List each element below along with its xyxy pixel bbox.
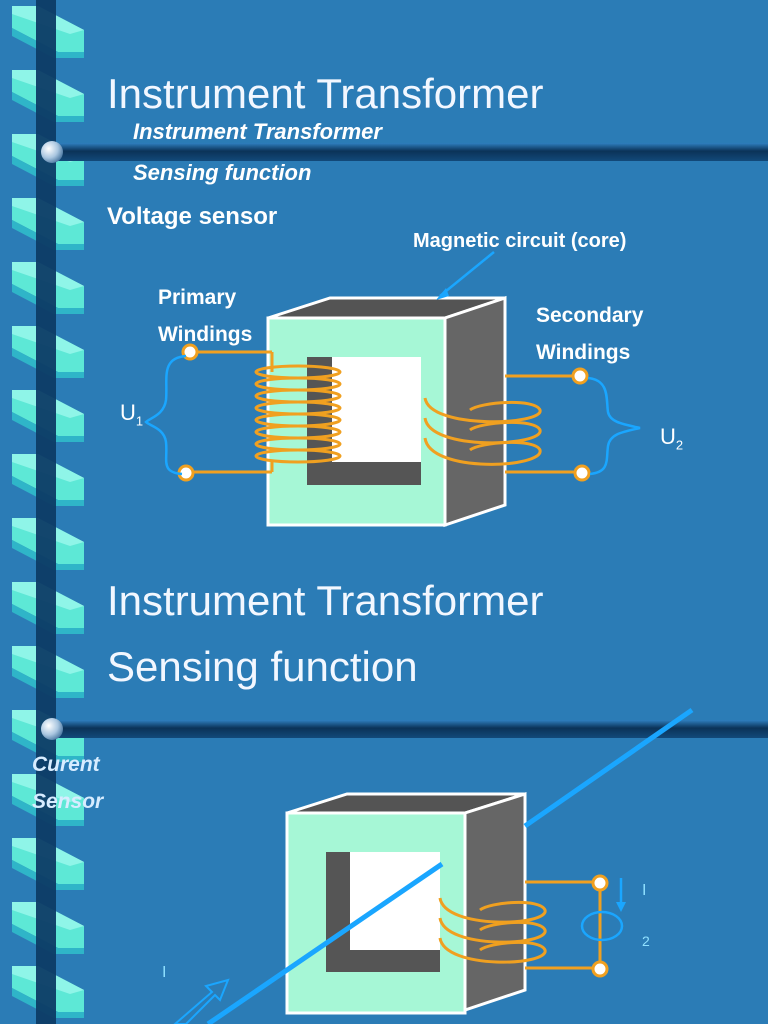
i1-label: I	[162, 964, 167, 981]
slide1-sensing-function: Sensing function	[133, 160, 312, 185]
secondary-windings-label: Secondary Windings	[536, 297, 643, 371]
u1-brace	[144, 354, 187, 476]
primary-windings-label: Primary Windings	[158, 279, 252, 353]
secondary-terminal-top	[571, 367, 589, 385]
slide1-title: Instrument Transformer	[107, 70, 544, 117]
decorative-ribbon	[0, 0, 84, 1024]
top-divider-bar	[50, 143, 768, 161]
voltage-transformer-diagram	[144, 251, 641, 528]
secondary-label-line1: Secondary	[536, 304, 644, 327]
primary-winding	[192, 350, 342, 474]
ct-terminal-bottom	[591, 960, 609, 978]
primary-terminal-top	[181, 343, 199, 361]
secondary-terminal-bottom	[573, 464, 591, 482]
ct-current-arrow	[616, 902, 626, 912]
primary-label-line1: Primary	[158, 286, 237, 309]
magnetic-circuit-pointer	[439, 251, 495, 297]
u1-label: U1	[120, 400, 143, 428]
top-divider-ball	[41, 141, 63, 163]
ct-secondary-winding	[438, 880, 602, 970]
middle-divider-bar	[50, 720, 768, 738]
ct-current-loop	[580, 910, 624, 942]
u2-label: U2	[660, 424, 683, 452]
slide1-subtitle: Instrument Transformer	[133, 119, 382, 144]
middle-divider-ball	[41, 718, 63, 740]
u2-letter: U	[660, 424, 676, 449]
primary-current-arrow	[173, 978, 230, 1024]
core-side-face	[443, 295, 507, 528]
current-label-line2: Sensor	[32, 790, 104, 813]
slide2-sensing-function: Sensing function	[107, 643, 418, 690]
primary-conductor-lower	[206, 861, 444, 1024]
ct-terminal-top	[591, 874, 609, 892]
u1-subscript: 1	[135, 413, 144, 429]
u1-letter: U	[120, 400, 136, 425]
primary-label-line2: Windings	[158, 323, 253, 346]
secondary-winding	[423, 374, 578, 474]
i2-letter: I	[642, 882, 647, 899]
slide2-title: Instrument Transformer	[107, 577, 544, 624]
current-label-line1: Curent	[32, 753, 100, 776]
secondary-label-line2: Windings	[536, 341, 631, 364]
current-transformer-diagram	[173, 707, 694, 1024]
i2-subscript: 2	[642, 933, 650, 949]
current-sensor-label: Curent Sensor	[32, 746, 103, 820]
voltage-sensor-label: Voltage sensor	[107, 203, 278, 230]
magnetic-circuit-label: Magnetic circuit (core)	[413, 230, 627, 252]
primary-conductor-upper	[523, 707, 694, 829]
u2-subscript: 2	[675, 437, 684, 453]
u2-brace	[587, 376, 641, 476]
